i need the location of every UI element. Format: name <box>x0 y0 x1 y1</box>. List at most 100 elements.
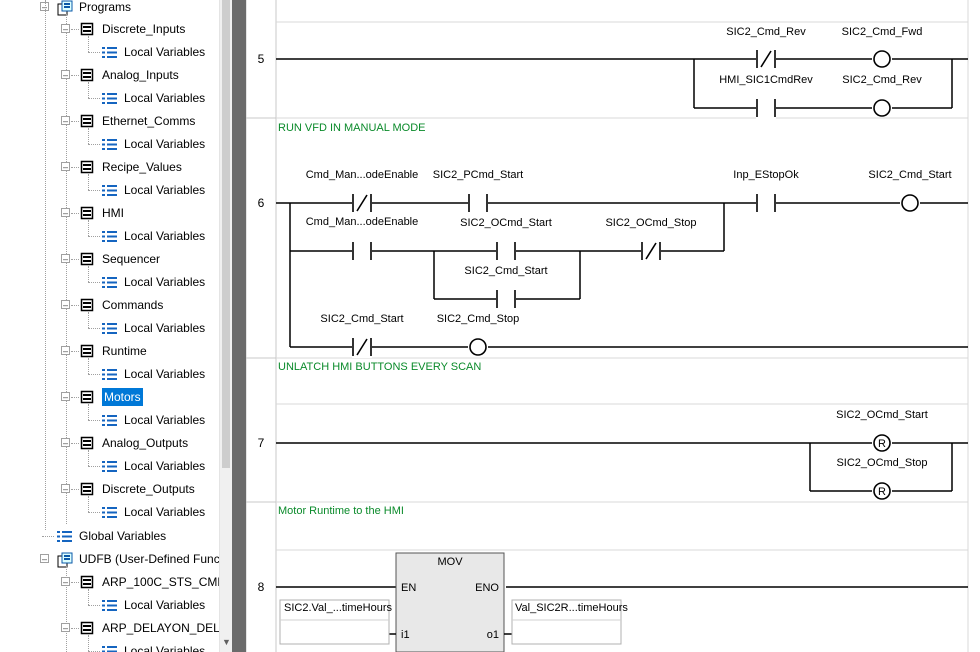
collapse-icon[interactable]: – <box>61 623 70 633</box>
input-variable-box[interactable] <box>279 599 390 645</box>
tree-connector <box>71 29 79 30</box>
tree-item-program[interactable]: –Analog_Outputs <box>0 434 219 452</box>
local-variables-icon <box>102 645 117 652</box>
tree-item-programs[interactable]: – Programs <box>0 0 219 16</box>
tree-item-program[interactable]: – Discrete_Inputs <box>0 20 219 38</box>
output-coil[interactable] <box>873 482 891 500</box>
tree-item-label: Discrete_Outputs <box>102 482 195 496</box>
output-variable-box[interactable] <box>511 599 622 645</box>
tree-item-label: Discrete_Inputs <box>102 22 186 36</box>
collapse-icon[interactable]: – <box>61 300 70 310</box>
tree-item-program[interactable]: –Commands <box>0 296 219 314</box>
program-icon <box>80 68 94 82</box>
tree-item-program[interactable]: –Motors <box>0 388 219 406</box>
tree-item-program[interactable]: –Recipe_Values <box>0 158 219 176</box>
tree-item-local-variables[interactable]: Local Variables <box>0 319 219 337</box>
collapse-icon[interactable]: – <box>61 484 70 494</box>
collapse-icon[interactable]: – <box>61 254 70 264</box>
collapse-icon[interactable]: – <box>61 392 70 402</box>
collapse-icon[interactable]: – <box>40 554 49 564</box>
tree-item-local-variables[interactable]: Local Variables <box>0 642 219 652</box>
tree-item-program[interactable]: –ARP_100C_STS_CMD <box>0 573 226 591</box>
tree-connector <box>71 213 79 214</box>
tree-item-local-variables[interactable]: Local Variables <box>0 181 219 199</box>
tree-item-local-variables[interactable]: Local Variables <box>0 596 219 614</box>
tree-connector <box>42 536 54 537</box>
tag-label: SIC2_OCmd_Stop <box>836 457 927 469</box>
tree-item-local-variables[interactable]: Local Variables <box>0 411 219 429</box>
collapse-icon[interactable]: – <box>61 577 70 587</box>
rung-comment: Motor Runtime to the HMI <box>278 505 404 517</box>
rung-number: 6 <box>258 196 265 210</box>
collapse-icon[interactable]: – <box>40 2 49 12</box>
tag-label: Inp_EStopOk <box>733 169 799 181</box>
tree-item-program[interactable]: –Ethernet_Comms <box>0 112 219 130</box>
tree-item-program[interactable]: –Analog_Inputs <box>0 66 219 84</box>
global-variables-icon <box>57 530 72 543</box>
local-variables-icon <box>102 414 117 427</box>
tree-item-program[interactable]: –Runtime <box>0 342 219 360</box>
tree-item-program[interactable]: – Discrete_Outputs <box>0 480 219 498</box>
tree-item-local-variables[interactable]: Local Variables <box>0 89 219 107</box>
tree-item-local-variables[interactable]: Local Variables <box>0 43 219 61</box>
contact-bg[interactable] <box>468 192 488 214</box>
tree-item-local-variables[interactable]: Local Variables <box>0 135 219 153</box>
collapse-icon[interactable]: – <box>61 208 70 218</box>
mov-function-block[interactable] <box>395 552 505 652</box>
local-variables-icon <box>102 230 117 243</box>
contact-bg[interactable] <box>352 240 372 262</box>
collapse-icon[interactable]: – <box>61 116 70 126</box>
output-coil[interactable] <box>873 434 891 452</box>
tree-item-program[interactable]: –ARP_DELAYON_DELAY <box>0 619 232 637</box>
contact-bg[interactable] <box>756 192 776 214</box>
collapse-icon[interactable]: – <box>61 162 70 172</box>
contact-bg[interactable] <box>496 240 516 262</box>
local-variables-icon <box>102 460 117 473</box>
output-coil[interactable] <box>873 50 891 68</box>
contact-bg[interactable] <box>756 97 776 119</box>
contact-nc-slash[interactable] <box>645 242 657 260</box>
tree-item-program[interactable]: –Sequencer <box>0 250 219 268</box>
tree-item-program[interactable]: –HMI <box>0 204 219 222</box>
tree-item-label: Local Variables <box>124 183 206 197</box>
tree-item-local-variables[interactable]: Local Variables <box>0 227 219 245</box>
tree-item-udfb[interactable]: –UDFB (User-Defined Functi <box>0 550 226 568</box>
program-icon <box>80 252 94 266</box>
collapse-icon[interactable]: – <box>61 70 70 80</box>
collapse-icon[interactable]: – <box>61 438 70 448</box>
tree-connector <box>88 236 100 237</box>
contact-nc-slash[interactable] <box>760 50 772 68</box>
scroll-down-arrow-icon[interactable]: ▼ <box>222 637 231 647</box>
local-variables-icon <box>102 322 117 335</box>
tree-connector <box>88 266 89 282</box>
output-coil[interactable] <box>469 338 487 356</box>
contact-nc-slash[interactable] <box>356 194 368 212</box>
tree-connector <box>66 566 67 652</box>
tree-connector <box>88 144 100 145</box>
tree-item-local-variables[interactable]: Local Variables <box>0 365 219 383</box>
tree-item-global-variables[interactable]: Global Variables <box>0 527 219 545</box>
tag-label: SIC2_Cmd_Fwd <box>842 26 923 38</box>
tree-item-local-variables[interactable]: Local Variables <box>0 503 219 521</box>
tree-connector <box>88 312 89 328</box>
collapse-icon[interactable]: – <box>61 24 70 34</box>
rung-comment: UNLATCH HMI BUTTONS EVERY SCAN <box>278 361 481 373</box>
tree-item-local-variables[interactable]: Local Variables <box>0 457 219 475</box>
splitter-bar[interactable] <box>232 0 246 652</box>
program-icon <box>80 482 94 496</box>
tag-label: SIC2_Cmd_Start <box>320 313 403 325</box>
tree-scrollbar[interactable]: ▼ <box>219 0 233 652</box>
contact-nc-slash[interactable] <box>356 338 368 356</box>
block-pin-in: i1 <box>401 629 410 641</box>
collapse-icon[interactable]: – <box>61 346 70 356</box>
output-coil[interactable] <box>873 99 891 117</box>
tree-scrollbar-thumb[interactable] <box>222 0 230 468</box>
tree-item-label: Programs <box>79 0 132 14</box>
output-coil[interactable] <box>901 194 919 212</box>
tree-item-local-variables[interactable]: Local Variables <box>0 273 219 291</box>
contact-bg[interactable] <box>496 288 516 310</box>
tree-connector <box>88 358 89 374</box>
